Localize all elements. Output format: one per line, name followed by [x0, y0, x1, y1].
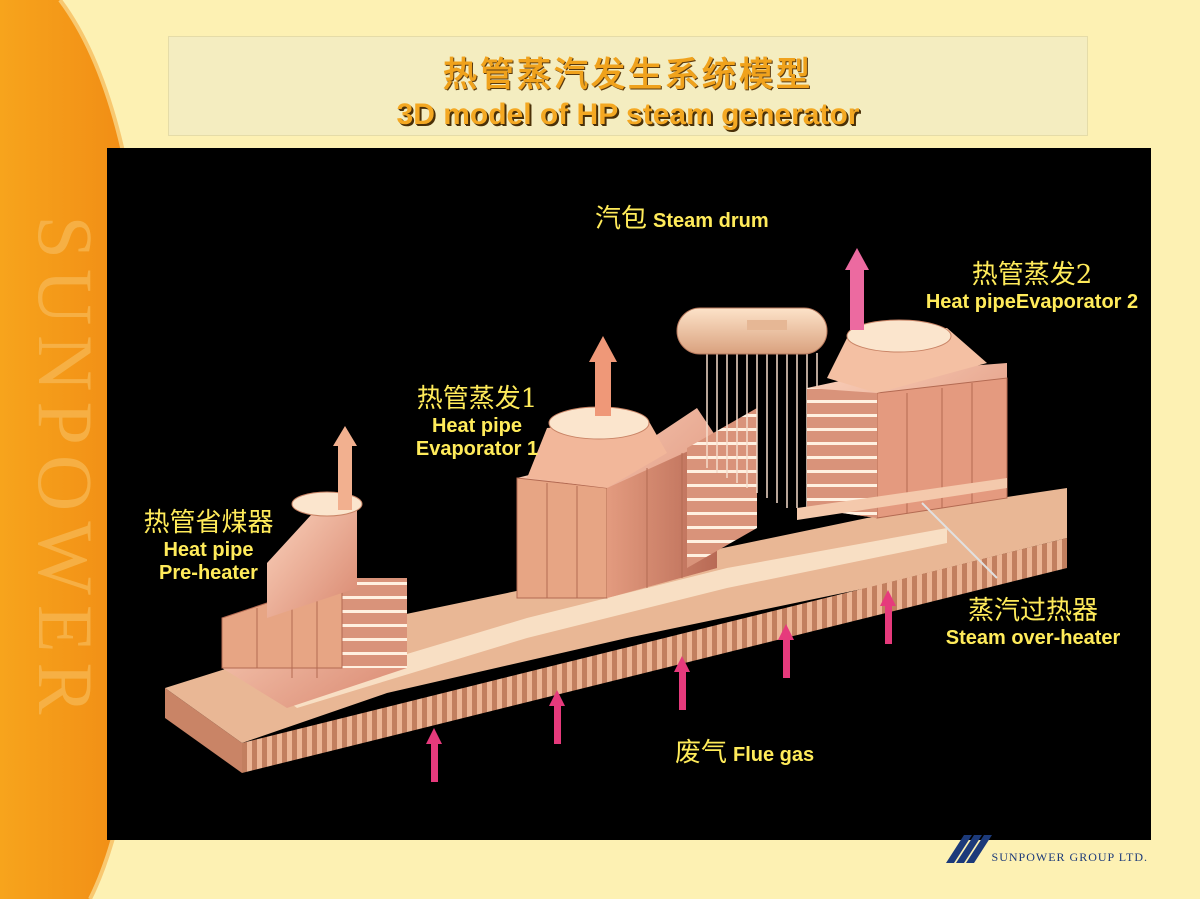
label-superheater: 蒸汽过热器 Steam over-heater: [945, 596, 1121, 649]
steam-generator-illustration: [165, 248, 1067, 782]
steam-arrow-evaporator1: [589, 336, 617, 416]
logo-text: SUNPOWER GROUP LTD.: [991, 850, 1148, 864]
flue-gas-arrow: [778, 624, 794, 678]
base-duct: [165, 488, 1067, 773]
side-watermark: SUNPOWER: [22, 215, 109, 725]
title-box: 热管蒸汽发生系统模型 3D model of HP steam generato…: [168, 36, 1088, 136]
superheater-pointer: [921, 502, 998, 579]
steam-arrow-preheater: [333, 426, 357, 510]
flue-gas-arrows: [426, 590, 896, 782]
label-evaporator2: 热管蒸发2 Heat pipeEvaporator 2: [925, 260, 1139, 313]
steam-arrow-evaporator2: [845, 248, 869, 330]
flue-gas-arrow: [674, 656, 690, 710]
flue-gas-arrow: [426, 728, 442, 782]
evaporator1-unit: [516, 406, 757, 599]
title-chinese: 热管蒸汽发生系统模型: [443, 55, 813, 95]
evaporator2-unit: [797, 319, 1008, 520]
preheater-unit: [221, 491, 407, 708]
flue-gas-arrow: [880, 590, 896, 644]
flue-gas-arrow: [549, 690, 565, 744]
label-preheater: 热管省煤器 Heat pipe Pre-heater: [143, 508, 274, 585]
label-evaporator1: 热管蒸发1 Heat pipe Evaporator 1: [415, 384, 539, 461]
steam-drum: [676, 307, 828, 355]
company-logo: [946, 835, 992, 863]
steam-outlet-arrows: [333, 248, 869, 510]
title-english: 3D model of HP steam generator: [396, 98, 860, 131]
